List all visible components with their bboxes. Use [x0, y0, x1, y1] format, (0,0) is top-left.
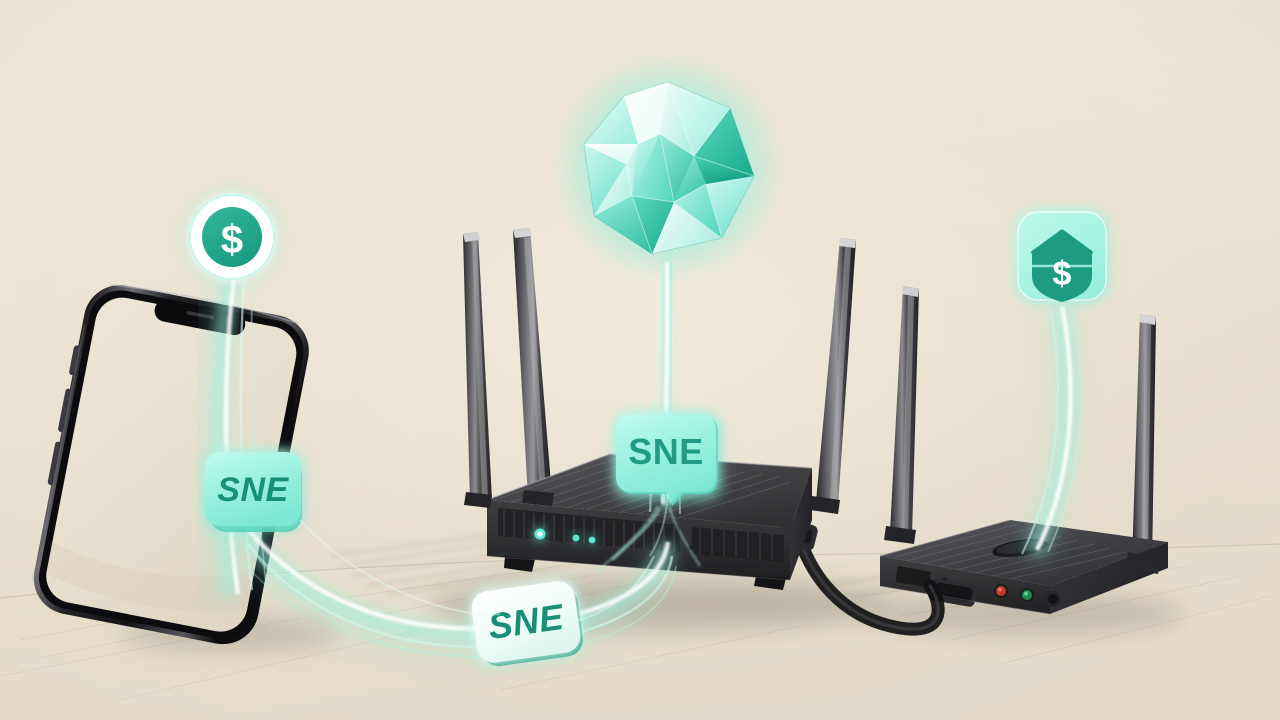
- router-antennas: [463, 228, 1156, 566]
- sne-tag-phone[interactable]: SNE: [200, 448, 306, 534]
- phone-side-buttons: [47, 345, 80, 485]
- home-dollar-symbol: $: [1053, 255, 1072, 293]
- network-gem: [583, 81, 755, 255]
- sne-tag-phone-text: SNE: [217, 471, 289, 509]
- coin-dollar-symbol: $: [221, 218, 243, 262]
- sne-tag-stream[interactable]: SNE: [463, 574, 589, 671]
- antenna-4: [890, 286, 919, 536]
- antenna-1: [463, 232, 492, 502]
- beam-modem-to-home: [1014, 302, 1084, 564]
- router-leds: [534, 528, 596, 544]
- antenna-2: [513, 228, 552, 498]
- beam-foreground-wisps: [299, 493, 669, 622]
- antenna-5: [1132, 314, 1156, 566]
- dollar-coin-badge[interactable]: $: [172, 177, 292, 297]
- antenna-3: [816, 238, 856, 506]
- home-dollar-shield-badge[interactable]: $: [1012, 206, 1112, 306]
- modem-gateway: [879, 519, 1168, 615]
- modem-indicators: [994, 584, 1061, 607]
- sne-tag-router[interactable]: SNE: [612, 410, 724, 506]
- sne-tag-router-text: SNE: [628, 431, 704, 472]
